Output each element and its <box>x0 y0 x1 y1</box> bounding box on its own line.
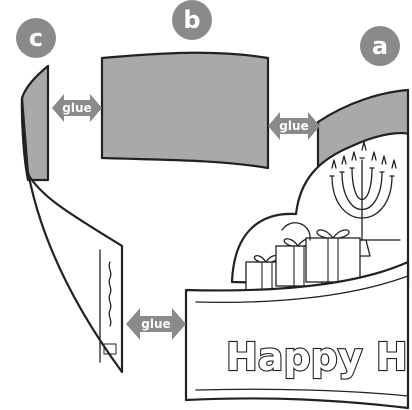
glue-arrow-mid: glue <box>268 112 320 140</box>
section-b-panel <box>102 53 268 168</box>
badge-c: c <box>16 18 56 58</box>
glue-label-left: glue <box>62 101 91 115</box>
greeting-text: Happy H <box>226 335 408 379</box>
svg-text:a: a <box>372 32 388 60</box>
glue-arrow-bottom: glue <box>126 308 186 340</box>
badge-a: a <box>360 26 400 66</box>
svg-text:c: c <box>29 24 43 52</box>
glue-arrow-left: glue <box>52 94 102 122</box>
badge-b: b <box>172 0 212 40</box>
glue-label-bottom: glue <box>141 317 170 331</box>
glue-label-mid: glue <box>279 119 308 133</box>
svg-text:b: b <box>183 6 200 34</box>
